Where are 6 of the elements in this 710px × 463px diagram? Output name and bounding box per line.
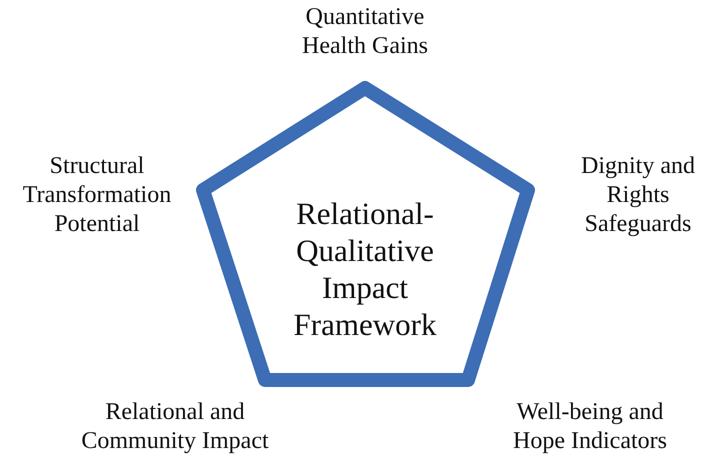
framework-title: Relational-Qualitative Impact Framework xyxy=(292,195,438,343)
dimension-label: Relational and Community Impact xyxy=(80,398,270,456)
dimension-label: Well-being and Hope Indicators xyxy=(512,398,668,456)
dimension-label: Dignity and Rights Safeguards xyxy=(580,152,696,239)
dimension-label: Quantitative Health Gains xyxy=(301,3,429,61)
dimension-label: Structural Transformation Potential xyxy=(22,152,172,239)
